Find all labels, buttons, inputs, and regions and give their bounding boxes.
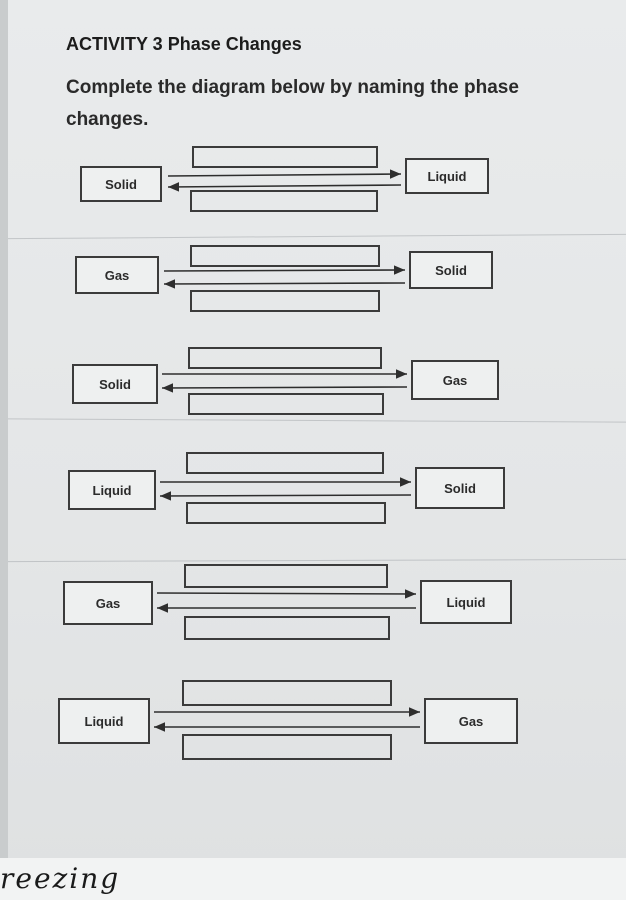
answer-blank-bottom[interactable] (190, 190, 378, 212)
reverse-arrow (167, 182, 402, 192)
left-state-box: Solid (80, 166, 162, 202)
instructions-text: Complete the diagram below by naming the… (66, 77, 519, 130)
forward-arrow (156, 589, 417, 599)
answer-blank-top[interactable] (192, 146, 378, 168)
left-state-box: Gas (75, 256, 159, 294)
answer-blank-top[interactable] (182, 680, 392, 706)
right-state-box: Liquid (405, 158, 489, 194)
answer-blank-bottom[interactable] (188, 393, 384, 415)
right-state-box: Gas (411, 360, 499, 400)
right-state-box: Solid (415, 467, 505, 509)
left-state-box: Liquid (68, 470, 156, 510)
forward-arrow (167, 169, 402, 179)
notebook-page-below (0, 858, 626, 900)
handwritten-note: reezing (0, 862, 121, 895)
answer-blank-top[interactable] (186, 452, 384, 474)
left-state-box: Gas (63, 581, 153, 625)
reverse-arrow (161, 383, 408, 393)
answer-blank-bottom[interactable] (184, 616, 390, 640)
answer-blank-top[interactable] (184, 564, 388, 588)
right-state-box: Solid (409, 251, 493, 289)
answer-blank-bottom[interactable] (186, 502, 386, 524)
forward-arrow (163, 265, 406, 275)
right-state-box: Gas (424, 698, 518, 744)
answer-blank-bottom[interactable] (182, 734, 392, 760)
left-state-box: Solid (72, 364, 158, 404)
right-state-box: Liquid (420, 580, 512, 624)
answer-blank-bottom[interactable] (190, 290, 380, 312)
answer-blank-top[interactable] (188, 347, 382, 369)
activity-heading: ACTIVITY 3 Phase Changes (66, 34, 302, 54)
left-state-box: Liquid (58, 698, 150, 744)
reverse-arrow (163, 279, 406, 289)
answer-blank-top[interactable] (190, 245, 380, 267)
reverse-arrow (159, 491, 412, 501)
